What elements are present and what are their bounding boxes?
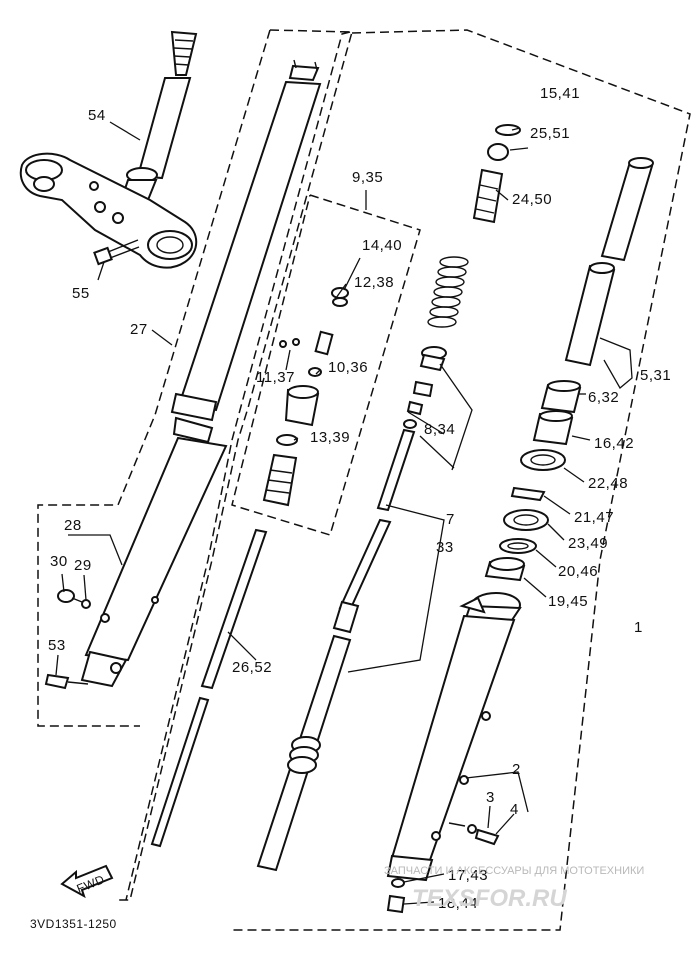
callout-21-47: 21,47 (574, 509, 614, 526)
callout-18-44: 18,44 (438, 895, 478, 912)
callout-30: 30 (50, 553, 68, 570)
callout-22-48: 22,48 (588, 475, 628, 492)
lower-outer-tube (386, 592, 522, 882)
callout-13-39: 13,39 (310, 429, 350, 446)
drain-bolt-parts (44, 589, 91, 690)
callout-16-42: 16,42 (594, 435, 634, 452)
damper-rod-box-outline (231, 194, 421, 536)
callout-11-37: 11,37 (256, 369, 295, 386)
callout-29: 29 (74, 557, 92, 574)
steering-stem (120, 30, 198, 202)
inner-assembly-outline (230, 29, 691, 931)
callout-55: 55 (72, 285, 90, 302)
drain-screw (386, 878, 406, 914)
watermark-text: ЗАПЧАСТИ И АКСЕССУАРЫ ДЛЯ МОТОТЕХНИКИ (384, 865, 644, 877)
callout-27: 27 (130, 321, 148, 338)
callout-24-50: 24,50 (512, 191, 552, 208)
catalog-code: 3VD1351-1250 (30, 917, 117, 931)
callout-labels: 54 55 27 28 30 29 53 26,52 9,35 14,40 12… (48, 85, 671, 912)
callout-23-49: 23,49 (568, 535, 608, 552)
outer-tube-assembly-outline (118, 29, 353, 901)
fork-spring (406, 124, 521, 416)
inner-tube (256, 518, 392, 872)
callout-6-32: 6,32 (588, 389, 619, 406)
leader-lines (55, 121, 633, 905)
callout-33: 33 (436, 539, 454, 556)
callout-25-51: 25,51 (530, 125, 570, 142)
fwd-arrow (60, 864, 114, 899)
watermark-brand: TEXSFOR.RU (412, 885, 567, 912)
under-bracket (19, 152, 198, 269)
damper-rod (150, 528, 268, 848)
outer-sleeve-parts (484, 157, 654, 582)
callout-54: 54 (88, 107, 106, 124)
callout-26-52: 26,52 (232, 659, 272, 676)
callout-10-36: 10,36 (328, 359, 368, 376)
callout-28: 28 (64, 517, 82, 534)
callout-7: 7 (446, 511, 455, 528)
callout-19-45: 19,45 (548, 593, 588, 610)
callout-53: 53 (48, 637, 66, 654)
coil-spring (427, 256, 469, 328)
pinch-bolt (93, 239, 140, 266)
callout-17-43: 17,43 (448, 867, 488, 884)
outer-tube (80, 59, 322, 688)
axle-holder-bolt (448, 822, 500, 846)
callout-14-40: 14,40 (362, 237, 402, 254)
callout-15-41: 15,41 (540, 85, 580, 102)
damper-rod-parts (262, 287, 349, 507)
fork-rod (376, 419, 417, 512)
callout-9-35: 9,35 (352, 169, 383, 186)
lower-assembly-outline (37, 29, 271, 727)
callout-3: 3 (486, 789, 495, 806)
outer-tube-assembly-outline-2 (125, 31, 351, 901)
callout-2: 2 (512, 761, 521, 778)
callout-5-31: 5,31 (640, 367, 671, 384)
callout-20-46: 20,46 (558, 563, 598, 580)
callout-12-38: 12,38 (354, 274, 394, 291)
callout-4: 4 (510, 801, 519, 818)
callout-1: 1 (634, 619, 643, 636)
callout-8-34: 8,34 (424, 421, 455, 438)
